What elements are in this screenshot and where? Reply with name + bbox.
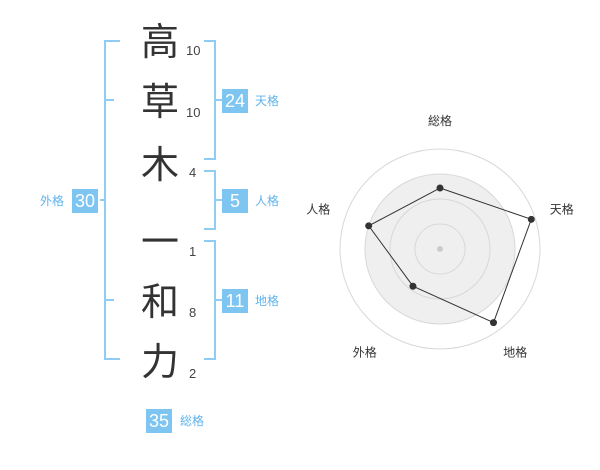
radar-axis-label-5: 人格 <box>306 201 330 216</box>
radar-axis-label-3: 地格 <box>503 345 527 360</box>
radar-ring-1 <box>414 223 466 275</box>
gaikaku-bracket <box>104 40 120 360</box>
radar-ring-3 <box>364 173 516 325</box>
name-char-5: 和 <box>140 280 179 324</box>
stroke-count-1: 10 <box>186 43 201 58</box>
name-char-3: 木 <box>140 143 179 187</box>
jinkaku-value-badge: 5 <box>222 189 248 213</box>
gaikaku-bracket-tick <box>100 199 106 201</box>
radar-points <box>365 184 535 327</box>
jinkaku-label: 人格 <box>255 194 280 208</box>
stroke-count-3: 4 <box>189 165 197 180</box>
tenkaku-label: 天格 <box>255 94 280 108</box>
name-char-2: 草 <box>140 80 179 124</box>
radar-center-dot <box>437 246 443 252</box>
radar-point-2 <box>527 215 535 223</box>
radar-axis-label-1: 総格 <box>428 113 452 128</box>
radar-point-1 <box>436 184 444 192</box>
gaikaku-value-badge: 30 <box>72 189 99 213</box>
name-char-4: 一 <box>140 220 179 264</box>
tenkaku-bracket-tick <box>214 99 222 101</box>
radar-point-3 <box>489 319 497 327</box>
radar-rings <box>339 148 541 350</box>
stroke-count-6: 2 <box>189 366 197 381</box>
soukaku-value-badge: 35 <box>146 409 173 433</box>
radar-axis-label-4: 外格 <box>353 345 377 360</box>
radar-data-polygon <box>367 187 532 324</box>
radar-point-4 <box>409 282 417 290</box>
gaikaku-split-lower <box>104 299 114 301</box>
chikaku-value-badge: 11 <box>222 289 248 313</box>
stroke-count-5: 8 <box>189 305 197 320</box>
radar-ring-4 <box>339 148 541 350</box>
jinkaku-bracket-tick <box>214 199 222 201</box>
soukaku-label: 総格 <box>180 414 205 428</box>
radar-ring-2 <box>389 198 491 300</box>
radar-point-5 <box>365 222 373 230</box>
stroke-count-2: 10 <box>186 105 201 120</box>
tenkaku-value-badge: 24 <box>222 89 249 113</box>
radar-axis-label-2: 天格 <box>550 201 574 216</box>
gaikaku-split-upper <box>104 99 114 101</box>
chikaku-bracket-tick <box>214 299 222 301</box>
chikaku-label: 地格 <box>255 294 280 308</box>
gaikaku-label: 外格 <box>40 194 65 208</box>
name-char-6: 力 <box>140 340 179 384</box>
name-char-1: 高 <box>140 20 179 64</box>
stroke-count-4: 1 <box>189 244 197 259</box>
